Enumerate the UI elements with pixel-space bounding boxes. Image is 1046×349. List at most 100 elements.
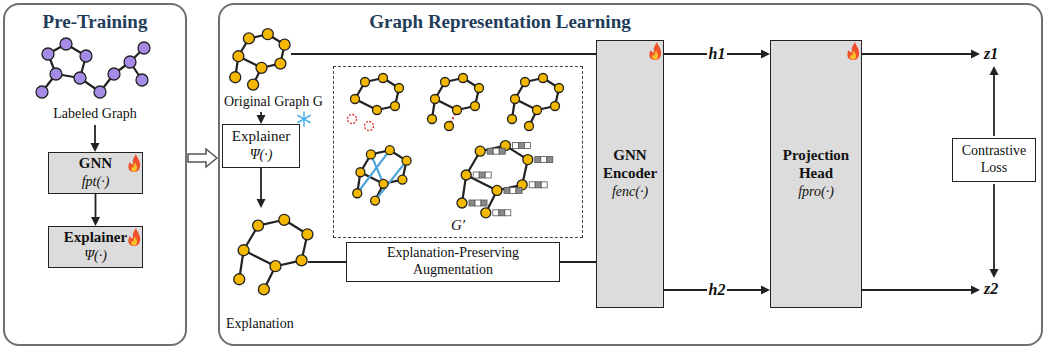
graph-node (379, 179, 388, 188)
box-text: GNN (79, 155, 112, 172)
feature-cell (529, 182, 535, 188)
feature-cell (510, 187, 516, 193)
graph-node (253, 220, 264, 231)
box-text: fpro(·) (798, 184, 834, 201)
graph-node (441, 78, 450, 87)
feature-cell (481, 200, 487, 206)
caption-text: Explanation (226, 316, 294, 332)
graph-node (243, 33, 254, 44)
graph-node (351, 95, 360, 104)
graph-node (42, 48, 54, 60)
feature-cell (512, 143, 518, 149)
graph-node (302, 229, 313, 240)
graph-illustration (230, 29, 290, 90)
flow-arrow (257, 168, 266, 208)
arrow-head (971, 50, 980, 59)
model-box: ExplainerΨ(·) (48, 226, 143, 268)
graph-node (373, 106, 382, 115)
arrow-head (990, 269, 999, 278)
graph-node (60, 38, 72, 50)
dropped-node (365, 122, 374, 131)
graph-node (371, 196, 380, 205)
trainable-icon (131, 237, 137, 246)
graph-node (279, 214, 290, 225)
box-text: fenc(·) (612, 184, 648, 201)
feature-cell (493, 210, 499, 216)
graph-node (238, 245, 249, 256)
feature-cell (504, 187, 510, 193)
box-text: Explainer (64, 229, 127, 246)
graph-node (80, 50, 92, 62)
graph-node (398, 175, 407, 184)
graph-node (108, 68, 120, 80)
flow-arrow (91, 125, 100, 152)
connector-line (993, 184, 995, 270)
graph-node (521, 78, 530, 87)
feature-cell (541, 157, 547, 163)
connector (91, 194, 100, 226)
flow-arrow (862, 286, 980, 295)
graph-node (136, 74, 148, 86)
graph-illustration (234, 214, 313, 295)
feature-cell (485, 172, 491, 178)
model-box: GNNfpt(·) (48, 152, 143, 194)
box-text: Ψ(·) (250, 147, 273, 164)
graph-node (461, 170, 471, 180)
graph-node (258, 284, 269, 295)
feature-cell (475, 200, 481, 206)
graph-node (262, 29, 273, 40)
signal-label: z1 (984, 45, 998, 63)
graph-node (50, 68, 62, 80)
added-edge (375, 161, 407, 201)
graph-illustration (348, 74, 404, 131)
panel-title: Pre-Training (5, 11, 185, 33)
graph-node (124, 56, 136, 68)
trainable-icon (850, 51, 856, 60)
trainable-icon (652, 51, 658, 60)
graph-illustration (428, 74, 484, 131)
graph-node (551, 102, 560, 111)
connector-line (95, 194, 97, 218)
snowflake-arm (298, 116, 310, 123)
stage-panel: Pre-TrainingGNNfpt(·) ExplainerΨ(·) (3, 3, 187, 346)
graph-node (36, 86, 48, 98)
feature-cell (541, 182, 547, 188)
caption-text: Original Graph G (224, 94, 323, 110)
graph-node (508, 115, 517, 124)
graph-node (475, 84, 484, 93)
feature-cell (487, 148, 493, 154)
graph-node (428, 115, 437, 124)
connector-line (993, 74, 995, 136)
stage-panel: Graph Representation LearningExplainerΨ(… (218, 3, 1043, 346)
graph-node (511, 95, 520, 104)
feature-cell (547, 157, 553, 163)
graph-node (445, 122, 454, 131)
arrow-head (91, 217, 100, 226)
connector-line (94, 125, 96, 144)
feature-cell (479, 172, 485, 178)
graph-node (256, 62, 267, 73)
panel-title: Graph Representation Learning (220, 11, 780, 33)
graph-node (138, 42, 150, 54)
graph-node (356, 168, 365, 177)
graph-node (379, 74, 388, 83)
connector-line (862, 289, 972, 291)
feature-cell (493, 148, 499, 154)
feature-cell (516, 187, 522, 193)
augmentation-region: G′ (333, 66, 583, 238)
feature-cell (524, 143, 530, 149)
connector-line (560, 261, 596, 263)
box-text: Contrastive Loss (956, 143, 1032, 177)
flow-line (291, 54, 596, 55)
feature-cell (505, 210, 511, 216)
flow-arrow (257, 112, 266, 124)
graph-illustration (353, 146, 411, 205)
signal-label: h2 (707, 281, 728, 299)
box-text: GNN Encoder (600, 147, 660, 182)
graph-illustration (36, 38, 150, 98)
snowflake-arm (298, 116, 310, 123)
graph-node (391, 102, 400, 111)
trainable-icon (128, 154, 140, 172)
graph-node (555, 84, 564, 93)
